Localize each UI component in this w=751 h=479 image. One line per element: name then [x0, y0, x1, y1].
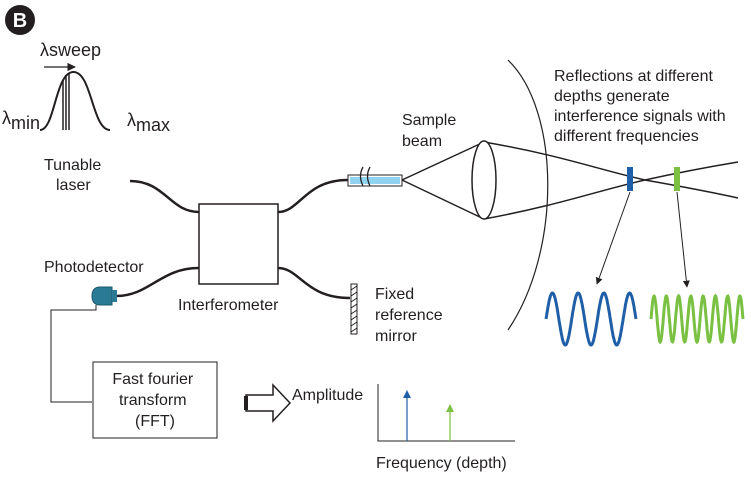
arrow-to-green-signal: [676, 191, 690, 288]
min-sub: min: [11, 113, 40, 133]
blue-signal: [544, 291, 638, 347]
laser-fiber: [129, 179, 200, 214]
amplitude-label: Amplitude: [292, 387, 363, 404]
plot-axes: [377, 384, 515, 442]
sweep-sub: sweep: [49, 40, 101, 60]
fft-output-arrow: [244, 383, 292, 423]
photodetector-label: Photodetector: [44, 259, 144, 276]
detector-fiber: [115, 266, 200, 298]
fft-box: [92, 361, 218, 439]
sample-surface: [507, 59, 549, 331]
peak-blue-head: [403, 390, 411, 398]
max-lambda: λ: [127, 110, 136, 130]
interferometer-box: [198, 203, 279, 285]
beam-rays: [401, 141, 739, 220]
sample-arm-fiber: [277, 178, 349, 214]
sweep-spectrum: λsweep λmin λmax: [2, 40, 170, 135]
fibers: [115, 178, 351, 300]
interferometer-label: Interferometer: [178, 297, 279, 314]
lens: [471, 140, 497, 220]
sample-beam-label: Sample beam: [402, 112, 461, 150]
max-sub: max: [136, 115, 170, 135]
reflector-blue: [627, 167, 633, 191]
svg-text:λsweep: λsweep: [40, 40, 101, 60]
reference-mirror: [350, 283, 358, 335]
fiber-collimator: [347, 166, 403, 187]
svg-text:λmin: λmin: [2, 108, 40, 133]
detector-wire: [50, 305, 97, 403]
green-signal: [649, 293, 745, 345]
spectrum-curve: [39, 70, 111, 131]
min-lambda: λ: [2, 108, 11, 128]
reflections-text: Reflections at different depths generate…: [554, 68, 730, 145]
reference-arm-fiber: [277, 266, 351, 300]
photodetector: [91, 286, 117, 306]
peak-green-head: [446, 404, 454, 412]
mirror-label: Fixed reference mirror: [375, 286, 447, 345]
tunable-laser-label: Tunable laser: [44, 157, 106, 194]
arrow-to-blue-signal: [595, 191, 631, 285]
reflector-green: [674, 167, 680, 191]
sweep-lambda: λ: [40, 40, 49, 60]
fft-label: Fast fourier transform (FFT): [112, 371, 197, 430]
frequency-label: Frequency (depth): [376, 455, 507, 472]
panel-badge: B: [5, 5, 35, 35]
panel-letter: B: [13, 10, 27, 32]
svg-text:λmax: λmax: [127, 110, 170, 135]
